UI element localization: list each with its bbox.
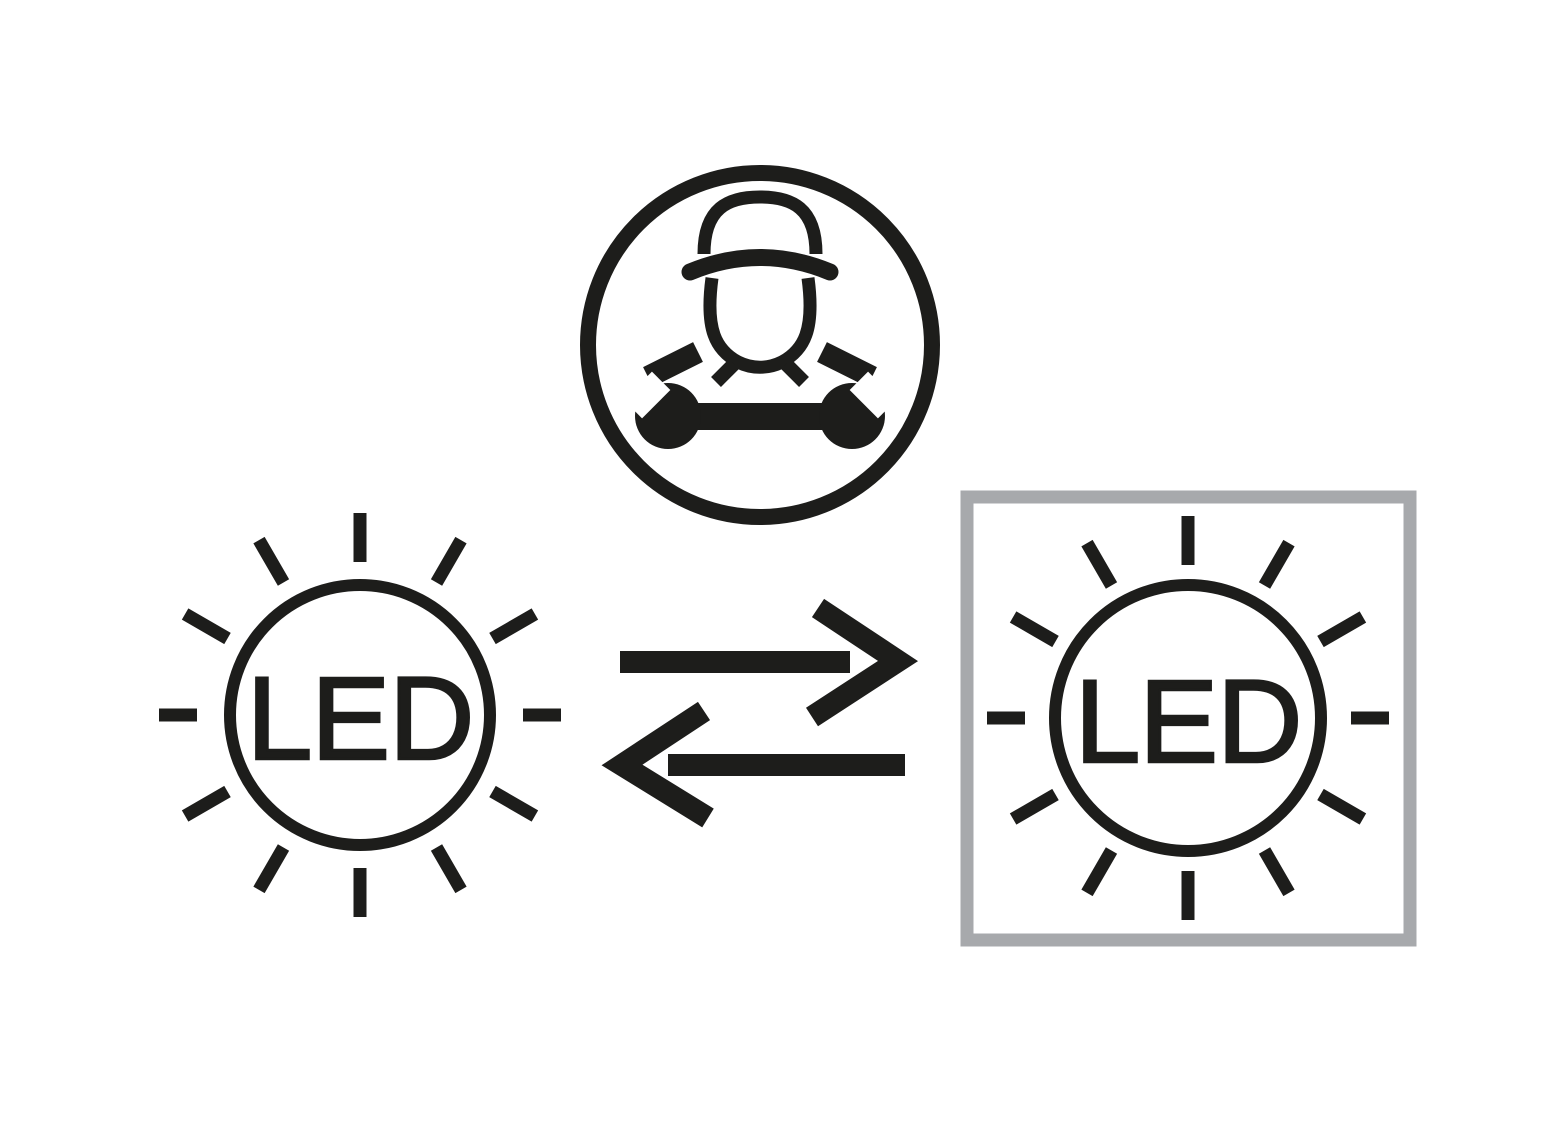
sun-ray [1258, 539, 1295, 589]
shoulder-left [643, 342, 703, 387]
led-lamp-left: LED [159, 513, 561, 917]
badge-circle [580, 165, 940, 525]
arrow-right-head [805, 598, 919, 727]
sun-ray [489, 608, 539, 645]
sun-ray [1258, 847, 1295, 897]
face-outline [703, 277, 817, 374]
sun-ray [430, 536, 467, 586]
wrench-jaw-right [849, 371, 897, 419]
shoulder-right [817, 342, 877, 387]
wrench-jaw-left [623, 371, 671, 419]
sun-ray [181, 785, 231, 822]
sun-rays [159, 513, 561, 917]
replacement-frame [960, 490, 1417, 947]
sun-ray [253, 536, 290, 586]
sun-ray [1009, 788, 1059, 825]
sun-ray [1009, 611, 1059, 648]
sun-rays [987, 516, 1389, 920]
sun-ray [430, 844, 467, 894]
sun-ray [1081, 539, 1118, 589]
cap-icon [697, 190, 823, 255]
cap-brim-icon [681, 249, 839, 281]
led-label-left: LED [247, 653, 474, 785]
technician-badge [580, 165, 940, 525]
sun-ray [489, 785, 539, 822]
swap-arrows-icon [601, 598, 919, 828]
collar-right [781, 359, 809, 387]
lamp-circle [1049, 579, 1327, 857]
led-lamp-right: LED [987, 516, 1389, 920]
sun-ray [1081, 847, 1118, 897]
wrench-bar [676, 403, 844, 430]
wrench-icon [623, 371, 897, 449]
service-technician-icon [643, 190, 877, 387]
collar-left [711, 359, 739, 387]
arrow-left-head [601, 701, 714, 828]
led-label-right: LED [1075, 656, 1302, 788]
sun-ray [181, 608, 231, 645]
sun-ray [1317, 611, 1367, 648]
sun-ray [1317, 788, 1367, 825]
lamp-circle [224, 579, 496, 851]
sun-ray [253, 844, 290, 894]
